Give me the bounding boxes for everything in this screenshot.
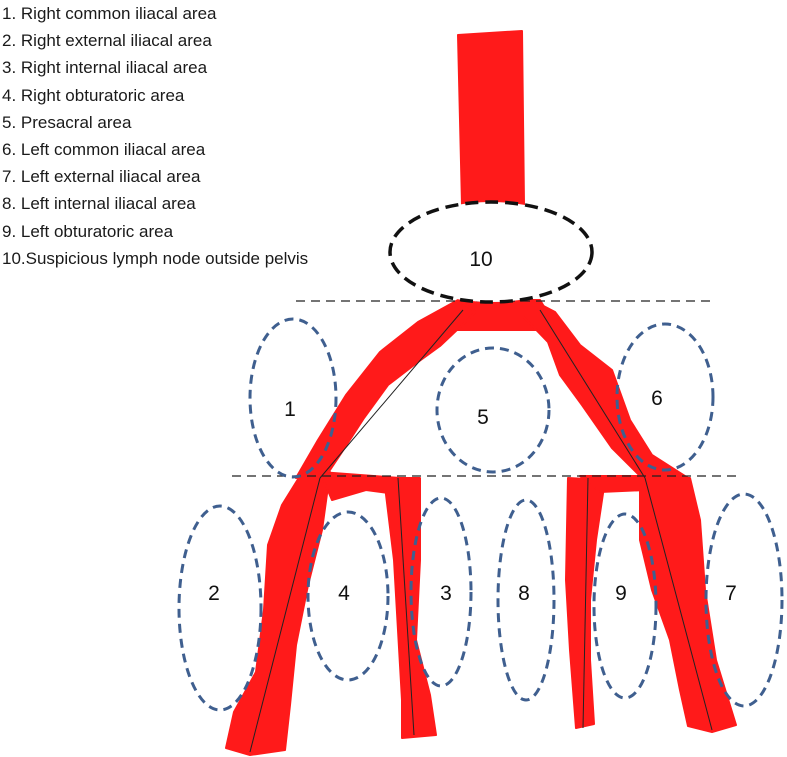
zone-4-label: 4 <box>338 582 350 605</box>
zone-3-label: 3 <box>440 582 452 605</box>
zone-6-label: 6 <box>651 387 663 410</box>
zone-1-label: 1 <box>284 398 296 421</box>
zone-10-label: 10 <box>469 248 492 271</box>
right-common-iliac-artery <box>295 299 477 479</box>
legend-item-5: 5. Presacral area <box>2 112 132 132</box>
left-centerline <box>539 309 646 479</box>
zone-6-outline <box>615 322 715 472</box>
zone-5-label: 5 <box>477 406 489 429</box>
zone-10-outline <box>388 200 594 304</box>
zone-outlines <box>177 317 784 712</box>
zone-8-label: 8 <box>518 582 530 605</box>
right-external-centerline <box>249 477 321 753</box>
zone-9-label: 9 <box>615 582 627 605</box>
legend-item-1: 1. Right common iliacal area <box>2 4 217 23</box>
zone-9-outline <box>592 512 658 700</box>
legend-list: 1. Right common iliacal area 2. Right ex… <box>2 0 308 272</box>
zone-7-outline <box>704 492 784 708</box>
zone-2-label: 2 <box>208 582 220 605</box>
vessel-centerlines <box>249 309 713 753</box>
legend-item-7: 7. Left external iliacal area <box>2 167 201 187</box>
zone-2-outline <box>177 504 263 712</box>
legend-item-6: 6. Left common iliacal area <box>2 140 206 160</box>
aorta <box>457 30 525 206</box>
right-branch-bridge <box>319 471 401 501</box>
legend-item-9: 9. Left obturatoric area <box>2 221 174 241</box>
legend-item-2: 2. Right external iliacal area <box>2 31 212 51</box>
zone-3-outline <box>409 496 473 688</box>
right-external-iliac-artery <box>225 471 331 756</box>
legend-item-4: 4. Right obturatoric area <box>2 85 185 105</box>
zone-4-outline <box>306 510 390 682</box>
right-centerline <box>319 309 464 479</box>
right-internal-centerline <box>397 477 415 736</box>
zone-8-outline <box>496 498 556 702</box>
left-external-iliac-artery <box>639 477 737 733</box>
legend-item-3: 3. Right internal iliacal area <box>2 58 208 78</box>
zone-1-outline <box>248 317 338 479</box>
legend-item-10: 10.Suspicious lymph node outside pelvis <box>2 248 309 268</box>
left-external-centerline <box>644 477 713 731</box>
vessel-tree <box>225 30 737 756</box>
zone-7-label: 7 <box>725 582 737 605</box>
right-internal-iliac-artery <box>383 477 437 739</box>
zone-5-outline <box>435 346 551 474</box>
legend-item-8: 8. Left internal iliacal area <box>2 194 196 214</box>
left-internal-centerline <box>582 477 589 729</box>
